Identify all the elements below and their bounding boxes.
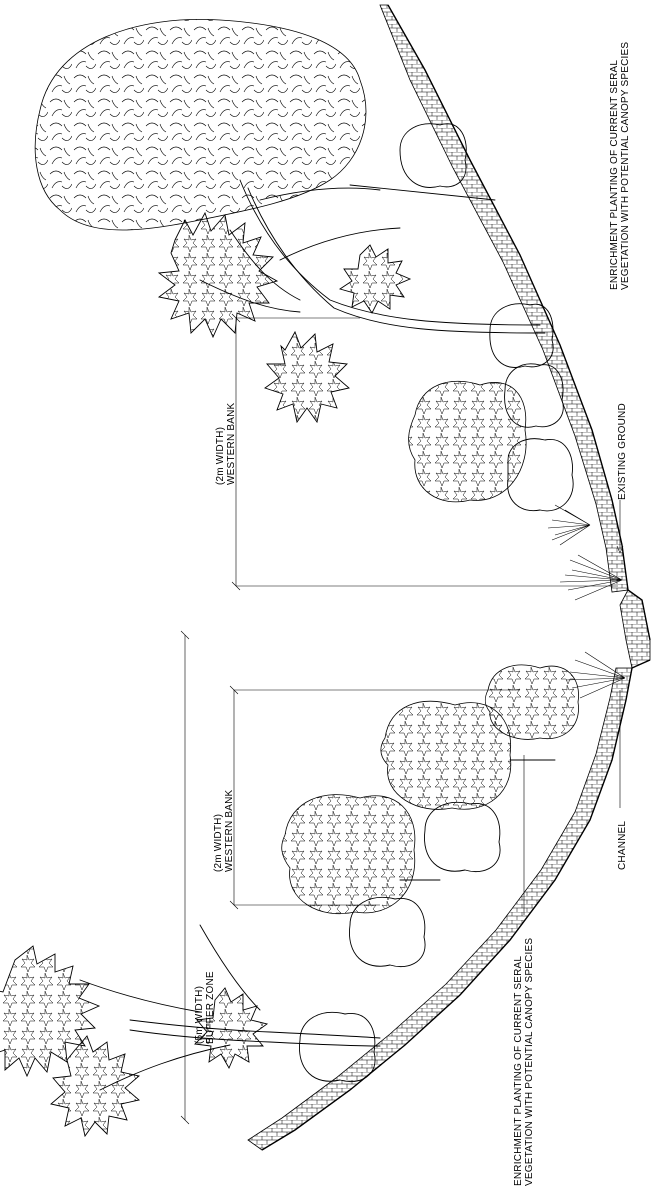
lower-round-shrub-1 [299,1012,376,1082]
lower-grass-clump [565,651,626,699]
lower-canopy-tree [0,924,381,1138]
lower-leafy-shrub-3 [484,664,579,740]
channel-bed [619,589,651,669]
spiky-foliage-2 [264,330,350,424]
spiky-foliage [157,211,279,339]
scribble-canopy [34,19,367,231]
leafy-shrub [408,381,527,503]
western-bank-lower-label-1: (2m WIDTH) [213,814,224,872]
round-shrub-4 [507,438,574,512]
grass-clump-1 [547,504,591,546]
lower-spiky-canopy-2 [50,1035,140,1138]
lower-leafy-shrub-1 [281,794,416,915]
existing-ground-label: EXISTING GROUND [617,403,628,500]
western-bank-lower-label-2: WESTERN BANK [224,789,235,872]
lower-round-shrub-3 [424,802,501,872]
round-shrub-1 [399,123,467,188]
enrichment-upper-label-1: ENRICHMENT PLANTING OF CURRENT SERAL [609,60,620,290]
western-bank-upper-label-1: (2m WIDTH) [215,427,226,485]
upper-canopy-tree [34,19,546,424]
grass-clump-2 [559,554,623,601]
enrichment-lower-label-1: ENRICHMENT PLANTING OF CURRENT SERAL [513,956,524,1186]
spiky-foliage-3 [338,244,412,314]
round-shrub-2 [489,303,554,368]
enrichment-upper-label-2: VEGETATION WITH POTENTIAL CANOPY SPECIES [620,42,631,290]
ground-profile [247,4,651,1151]
upper-bank-hatch [379,4,629,593]
upper-shrubs [349,123,623,601]
lower-leafy-shrub-2 [380,700,512,810]
channel-label: CHANNEL [617,821,628,870]
lower-spiky-canopy [0,945,101,1078]
buffer-zone-label-1: (5m WIDTH) [194,986,205,1044]
western-bank-upper-label-2: WESTERN BANK [226,402,237,485]
enrichment-lower-label-2: VEGETATION WITH POTENTIAL CANOPY SPECIES [524,938,535,1186]
annotations: (5m WIDTH) BUFFER ZONE (2m WIDTH) WESTER… [194,42,631,1186]
leader-lines [523,500,624,915]
buffer-zone-label-2: BUFFER ZONE [205,971,216,1044]
lower-shrubs [281,651,626,1082]
